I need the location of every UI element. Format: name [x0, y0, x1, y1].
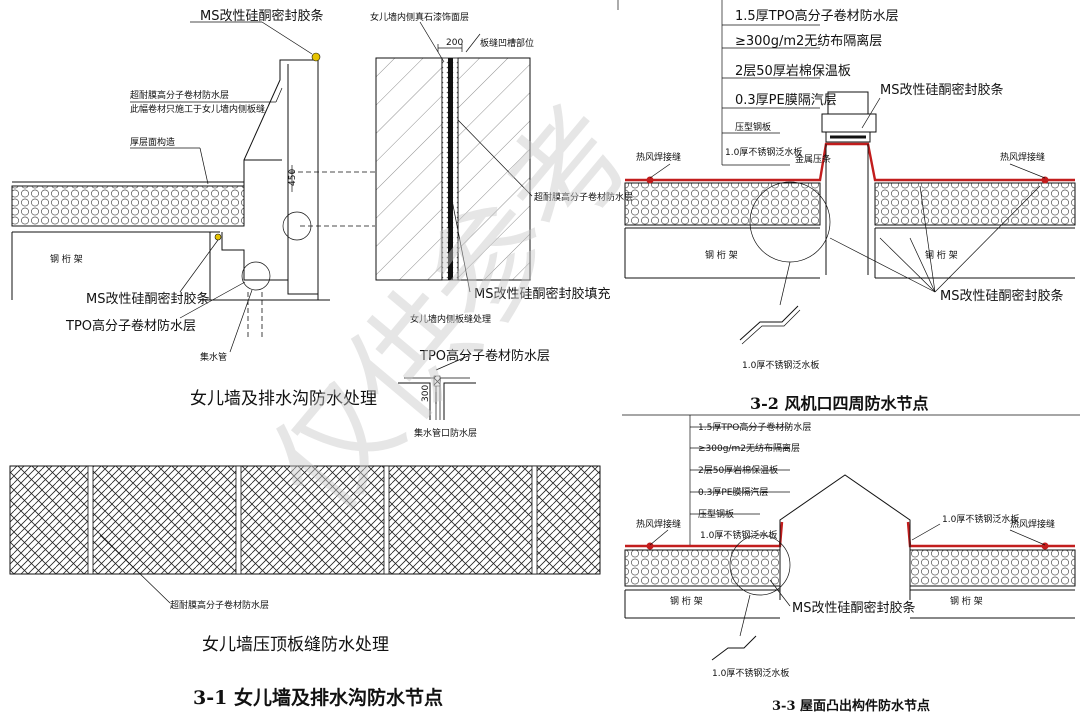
label-p2-l3: 2层50厚岩棉保温板 [735, 64, 851, 79]
label-p3-steel-left: 钢 桁 架 [670, 595, 703, 607]
label-dim-2: 300 [421, 385, 431, 402]
label-p2-steel-right: 钢 桁 架 [925, 249, 958, 261]
heading-coping: 女儿墙压顶板缝防水处理 [202, 635, 389, 655]
label-p3-flash-small: 1.0厚不锈钢泛水板 [700, 529, 777, 541]
label-p3-l2: ≥300g/m2无纺布隔离层 [698, 442, 800, 454]
label-roof-layers: 厚层面构造 [130, 136, 175, 148]
label-p3-flash: 1.0厚不锈钢泛水板 [712, 667, 789, 679]
label-wall-note: 女儿墙内侧板缝处理 [410, 313, 491, 325]
label-steel-1: 钢 桁 架 [50, 253, 83, 265]
panel-3-2-fan-opening [617, 0, 1080, 416]
label-p3-l1: 1.5厚TPO高分子卷材防水层 [698, 421, 811, 433]
label-gap-dim: 200 [446, 38, 463, 48]
label-membrane-4: 超耐膜高分子卷材防水层 [170, 599, 269, 611]
label-dim-1: 450 [288, 169, 298, 186]
seal-filling [448, 58, 453, 280]
coping-plan [9, 465, 601, 575]
label-p2-l1: 1.5厚TPO高分子卷材防水层 [735, 8, 899, 24]
parapet-outline [243, 59, 319, 300]
label-p3-ms: MS改性硅酮密封胶条 [792, 600, 915, 616]
label-p3-weld-right: 热风焊接缝 [1010, 518, 1055, 530]
sealant-bead [311, 52, 321, 62]
panel-3-2-labels: 1.5厚TPO高分子卷材防水层 ≥300g/m2无纺布隔离层 2层50厚岩棉保温… [636, 8, 1063, 413]
label-p3-flash-right: 1.0厚不锈钢泛水板 [942, 513, 1019, 525]
panel-3-3-labels: 1.5厚TPO高分子卷材防水层 ≥300g/m2无纺布隔离层 2层50厚岩棉保温… [636, 421, 1055, 714]
label-p2-weld-left: 热风焊接缝 [636, 151, 681, 163]
panel-3-3-roof-projection [624, 415, 1076, 661]
label-p3-weld-left: 热风焊接缝 [636, 518, 681, 530]
label-p2-seal: 金属压条 [795, 153, 831, 165]
label-p2-ms: MS改性硅酮密封胶条 [880, 82, 1003, 98]
label-membrane-3: 超耐膜高分子卷材防水层 [534, 191, 633, 203]
label-ms-fill: MS改性硅酮密封胶填充 [474, 286, 610, 302]
label-tpo: TPO高分子卷材防水层 [65, 318, 196, 334]
label-p2-l6: 1.0厚不锈钢泛水板 [725, 146, 802, 158]
heading-parapet-drain: 女儿墙及排水沟防水处理 [190, 389, 377, 409]
roof-projection-outline [779, 474, 911, 600]
label-ms-mid: MS改性硅酮密封胶条 [86, 291, 209, 307]
label-p2-l4: 0.3厚PE膜隔汽层 [735, 93, 837, 108]
label-ms-top: MS改性硅酮密封胶条 [200, 8, 323, 24]
label-p2-steel-left: 钢 桁 架 [705, 249, 738, 261]
label-p3-steel-right: 钢 桁 架 [950, 595, 983, 607]
insulation-layer [11, 185, 245, 227]
label-tpo-small: TPO高分子卷材防水层 [419, 348, 550, 364]
label-drain: 集水管 [200, 351, 227, 363]
label-p2-ms-bottom: MS改性硅酮密封胶条 [940, 288, 1063, 304]
caption-3-2: 3-2 风机口四周防水节点 [750, 394, 928, 413]
label-membrane-1: 超耐膜高分子卷材防水层 [130, 89, 229, 101]
label-membrane-2: 此幅卷材只施工于女儿墙内侧板缝 [130, 103, 265, 115]
panel-3-1-parapet-detail [9, 21, 601, 604]
label-wall-inner: 女儿墙内侧真石漆饰面层 [370, 11, 469, 23]
label-drain-note: 集水管口防水层 [414, 427, 477, 439]
label-p2-l2: ≥300g/m2无纺布隔离层 [735, 33, 882, 49]
label-p3-l3: 2层50厚岩棉保温板 [698, 464, 778, 476]
label-p2-weld-right: 热风焊接缝 [1000, 151, 1045, 163]
caption-3-3: 3-3 屋面凸出构件防水节点 [772, 698, 930, 714]
label-p2-l5: 压型钢板 [735, 121, 771, 133]
panel-3-1-labels: MS改性硅酮密封胶条 超耐膜高分子卷材防水层 此幅卷材只施工于女儿墙内侧板缝 厚… [50, 8, 633, 709]
caption-3-1: 3-1 女儿墙及排水沟防水节点 [193, 686, 443, 709]
label-p2-flash: 1.0厚不锈钢泛水板 [742, 359, 819, 371]
label-p3-l5: 压型钢板 [698, 508, 734, 520]
tpo-membrane [625, 142, 1075, 182]
label-gap-pos: 板缝凹槽部位 [480, 37, 534, 49]
label-p3-l4: 0.3厚PE膜隔汽层 [698, 486, 768, 498]
